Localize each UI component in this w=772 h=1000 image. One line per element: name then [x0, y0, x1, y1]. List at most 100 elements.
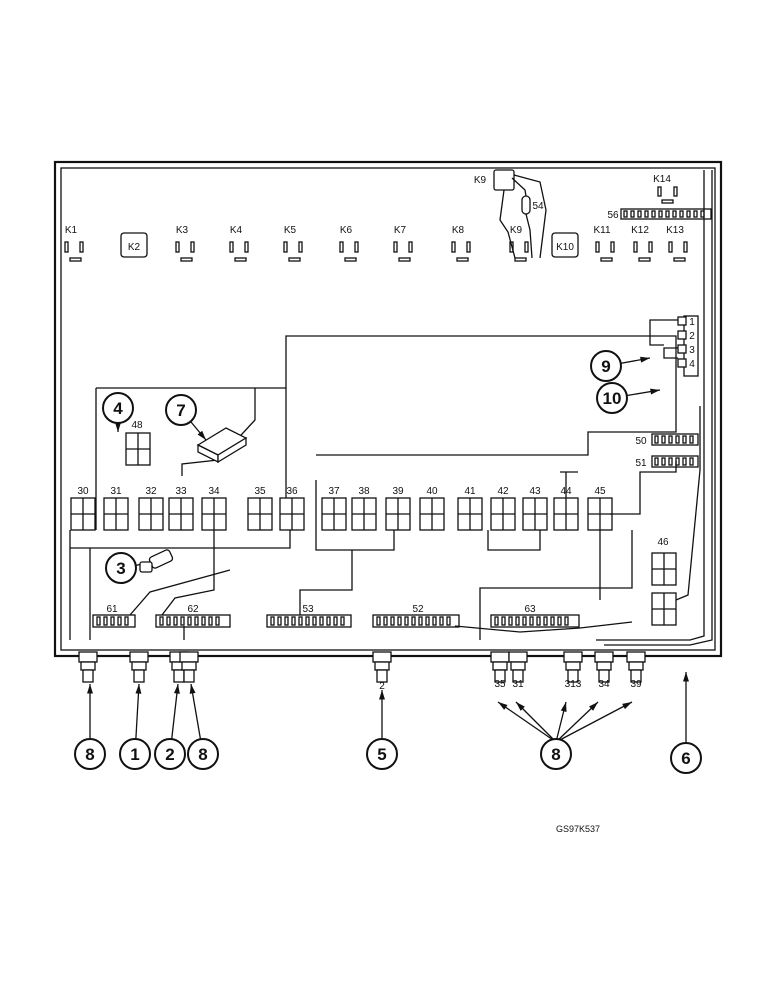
relay-label: K9	[510, 225, 523, 236]
fuse-socket-31: 31	[103, 486, 129, 531]
socket-46: 46	[651, 537, 677, 586]
relay-label: K10	[556, 242, 574, 253]
relay-label: K8	[452, 225, 465, 236]
relay-k14: K14	[653, 174, 678, 204]
callout-8-middle: 8	[187, 683, 219, 770]
wire	[129, 569, 231, 616]
cable-gland	[563, 651, 583, 683]
fuse-socket-33: 33	[168, 486, 194, 531]
socket-label: 36	[286, 486, 298, 497]
fuse-socket-37: 37	[321, 486, 347, 531]
wire	[69, 530, 291, 549]
wire	[161, 530, 215, 616]
connector-61: 61	[92, 604, 136, 628]
wire-k9	[525, 213, 533, 259]
relay-k2: K2	[120, 232, 148, 258]
relay-label: K14	[653, 174, 671, 185]
connector-56: 56	[607, 208, 712, 221]
relay-label: K4	[230, 225, 243, 236]
callout-number: 8	[551, 745, 560, 764]
relay-k8: K8	[451, 225, 471, 262]
relay-label: K1	[65, 225, 78, 236]
wire	[675, 406, 701, 601]
panel-inner-edge	[60, 167, 716, 651]
callout-number: 3	[116, 559, 125, 578]
connector-label: 53	[302, 604, 314, 615]
relay-label: K6	[340, 225, 353, 236]
wire	[316, 382, 677, 456]
relay-k10: K10	[551, 232, 579, 258]
plug-pin-label: 3	[689, 345, 695, 356]
socket-label: 45	[594, 486, 606, 497]
connector-label: 62	[187, 604, 199, 615]
plug-pin-label: 4	[689, 359, 695, 370]
relay-k3: K3	[175, 225, 195, 262]
fuse-socket-42: 42	[490, 486, 516, 531]
cable-gland	[626, 651, 646, 683]
callout-7: 7	[165, 394, 207, 441]
wire	[487, 530, 541, 551]
connector-63: 63	[490, 604, 580, 628]
wire-k9	[513, 174, 547, 259]
connector-label: 61	[106, 604, 118, 615]
terminal-strip-50: 50	[635, 433, 699, 447]
cable-gland	[594, 651, 614, 683]
relay-k5: K5	[283, 225, 303, 262]
cable-gland	[78, 651, 98, 683]
socket-47: 47	[651, 592, 677, 626]
fuse-socket-36: 36	[279, 486, 305, 531]
socket-label: 37	[328, 486, 340, 497]
relay-k9-upper: K9	[474, 169, 515, 191]
callout-number: 2	[165, 745, 174, 764]
plug-pin-label: 1	[689, 317, 695, 328]
socket-label: 39	[392, 486, 404, 497]
wire	[315, 480, 395, 551]
fuse-socket-40: 40	[419, 486, 445, 531]
callout-5: 5	[366, 690, 398, 770]
relay-k6: K6	[339, 225, 359, 262]
gland-label: 313	[565, 679, 582, 690]
relay-k7: K7	[393, 225, 413, 262]
relay-label: K5	[284, 225, 297, 236]
callout-4: 4	[102, 392, 134, 432]
fuse-socket-39: 39	[385, 486, 411, 531]
wire	[596, 170, 705, 641]
callout-number: 7	[176, 401, 185, 420]
relay-k1: K1	[64, 225, 84, 262]
gland-label: 35	[494, 679, 506, 690]
relay-k12: K12	[631, 225, 653, 262]
connector-label: 63	[524, 604, 536, 615]
fuse-socket-45: 45	[587, 486, 613, 531]
connector-53: 53	[266, 604, 352, 628]
callout-9: 9	[590, 350, 651, 382]
fuse-socket-38: 38	[351, 486, 377, 531]
callout-number: 5	[377, 745, 386, 764]
socket-label: 41	[464, 486, 476, 497]
cable-gland	[490, 651, 510, 683]
callout-6: 6	[670, 672, 702, 774]
fuse-socket-41: 41	[457, 486, 483, 531]
relay-label: K12	[631, 225, 649, 236]
gland-label: 34	[598, 679, 610, 690]
relay-label: K13	[666, 225, 684, 236]
wire-k9	[511, 177, 527, 197]
cable-gland	[372, 651, 392, 683]
relay-label: K9	[474, 175, 487, 186]
diode-label: 54	[532, 201, 544, 212]
fuse-socket-35: 35	[247, 486, 273, 531]
gland-label: 31	[512, 679, 524, 690]
relay-label: K2	[128, 242, 141, 253]
gland-label: 39	[630, 679, 642, 690]
diode-54: 54	[521, 195, 544, 215]
fuse-socket-30: 30	[70, 486, 96, 531]
connector-52: 52	[372, 604, 460, 628]
callout-8-left: 8	[74, 684, 106, 770]
figure-reference: GS97K537	[556, 824, 601, 834]
callout-1: 1	[119, 683, 151, 770]
component-3	[139, 549, 174, 573]
socket-label: 46	[657, 537, 669, 548]
cable-gland	[129, 651, 149, 683]
relay-k13: K13	[666, 225, 688, 262]
socket-label: 40	[426, 486, 438, 497]
